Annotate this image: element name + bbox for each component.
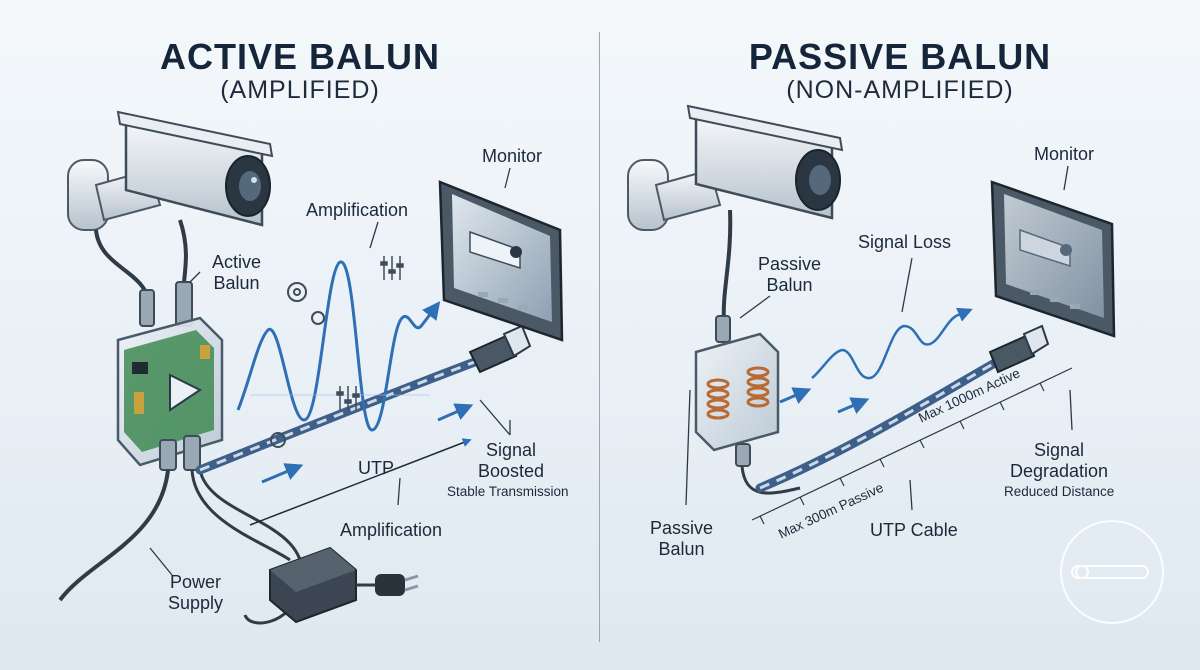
label-utp-cable: UTP Cable bbox=[870, 520, 958, 540]
passive-balun-subtitle: (NON-AMPLIFIED) bbox=[786, 76, 1014, 104]
passive-camera bbox=[627, 104, 844, 231]
panel-divider bbox=[599, 32, 600, 642]
active-camera bbox=[67, 110, 274, 231]
signal-direction-arrows bbox=[261, 403, 474, 484]
passive-balun-device bbox=[694, 315, 780, 467]
label-passive-balun-bottom: Passive Balun bbox=[650, 518, 714, 559]
label-amplification-bottom: Amplification bbox=[340, 520, 443, 540]
degraded-wave bbox=[811, 307, 973, 380]
power-adapter bbox=[269, 546, 419, 624]
label-monitor-passive: Monitor bbox=[1034, 144, 1095, 164]
monitor-active bbox=[438, 180, 564, 342]
gear-icon bbox=[270, 282, 325, 448]
utp-cable-passive bbox=[755, 324, 1050, 493]
active-balun-title: ACTIVE BALUN bbox=[160, 36, 440, 77]
distance-ruler bbox=[751, 367, 1073, 525]
label-stable-transmission: Stable Transmission bbox=[447, 484, 569, 499]
label-reduced-distance: Reduced Distance bbox=[1004, 484, 1115, 499]
active-balun-device bbox=[116, 281, 224, 471]
amplified-wave bbox=[236, 260, 441, 432]
label-signal-degradation: Signal Degradation bbox=[1010, 440, 1109, 481]
label-signal-loss: Signal Loss bbox=[858, 232, 952, 252]
label-power-supply: Power Supply bbox=[168, 572, 224, 613]
label-signal-boosted: Signal Boosted bbox=[478, 440, 545, 481]
label-monitor-active: Monitor bbox=[482, 146, 543, 166]
utp-cable-active bbox=[195, 324, 532, 475]
watermark-seal bbox=[1060, 520, 1164, 624]
label-utp: UTP bbox=[358, 458, 394, 478]
active-balun-subtitle: (AMPLIFIED) bbox=[220, 76, 380, 104]
label-amplification-top: Amplification bbox=[306, 200, 409, 220]
monitor-passive bbox=[990, 180, 1116, 338]
equalizer-icon bbox=[336, 256, 404, 410]
label-passive-balun-top: Passive Balun bbox=[758, 254, 822, 295]
passive-balun-title: PASSIVE BALUN bbox=[748, 36, 1052, 77]
label-active-balun: Active Balun bbox=[212, 252, 262, 293]
